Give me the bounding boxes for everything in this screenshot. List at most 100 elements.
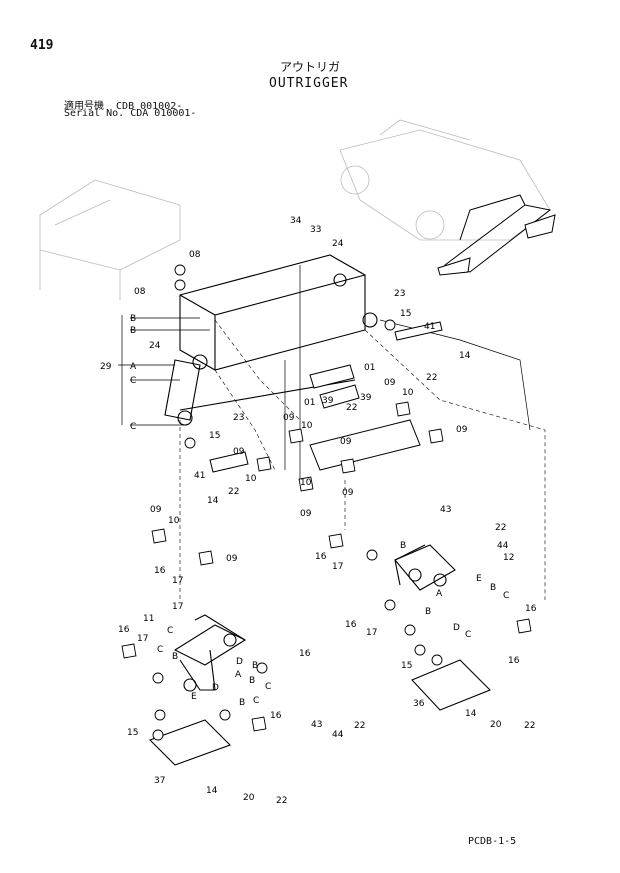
- callout-36: 36: [413, 699, 425, 709]
- callout-44: 44: [332, 730, 344, 740]
- callout-41: 41: [194, 471, 205, 481]
- callout-09: 09: [226, 554, 238, 564]
- callout-24: 24: [332, 239, 344, 249]
- callout-22: 22: [228, 487, 239, 497]
- callout-16: 16: [345, 620, 357, 630]
- callout-C: C: [465, 630, 471, 640]
- callout-23: 23: [394, 289, 405, 299]
- callout-E: E: [476, 574, 482, 584]
- callout-16: 16: [270, 711, 282, 721]
- machine-outline-right: [339, 119, 551, 241]
- callout-16: 16: [508, 656, 520, 666]
- callout-01: 01: [304, 398, 315, 408]
- callout-17: 17: [172, 602, 183, 612]
- callout-39: 39: [360, 393, 372, 403]
- callout-08: 08: [189, 250, 201, 260]
- callout-15: 15: [209, 431, 220, 441]
- callout-15: 15: [127, 728, 138, 738]
- callout-09: 09: [342, 488, 354, 498]
- callout-09: 09: [283, 413, 295, 423]
- callout-10: 10: [301, 421, 313, 431]
- callout-B: B: [490, 583, 496, 593]
- callout-C: C: [503, 591, 509, 601]
- callout-C: C: [253, 696, 259, 706]
- leader-lines: [179, 319, 546, 600]
- callout-B: B: [130, 314, 136, 324]
- callout-22: 22: [426, 373, 437, 383]
- callout-39: 39: [322, 396, 334, 406]
- callout-20: 20: [243, 793, 255, 803]
- callout-C: C: [130, 422, 136, 432]
- callout-09: 09: [150, 505, 162, 515]
- callout-33: 33: [310, 225, 321, 235]
- callout-41: 41: [424, 322, 435, 332]
- callout-16: 16: [525, 604, 537, 614]
- callout-23: 23: [233, 413, 244, 423]
- outrigger-inset: [437, 194, 556, 276]
- callout-B: B: [249, 676, 255, 686]
- callout-44: 44: [497, 541, 509, 551]
- callout-C: C: [130, 376, 136, 386]
- callout-10: 10: [168, 516, 180, 526]
- callout-D: D: [453, 623, 460, 633]
- callout-A: A: [436, 589, 443, 599]
- callout-16: 16: [315, 552, 327, 562]
- callout-14: 14: [465, 709, 477, 719]
- callout-B: B: [400, 541, 406, 551]
- callout-11: 11: [143, 614, 154, 624]
- page-title: OUTRIGGER: [269, 76, 349, 91]
- callout-D: D: [212, 683, 219, 693]
- callout-22: 22: [354, 721, 365, 731]
- callout-16: 16: [118, 625, 130, 635]
- callout-24: 24: [149, 341, 161, 351]
- callout-43: 43: [440, 505, 451, 515]
- callout-B: B: [130, 326, 136, 336]
- callout-09: 09: [300, 509, 312, 519]
- callout-22: 22: [346, 403, 357, 413]
- washers: [152, 264, 443, 741]
- callout-14: 14: [206, 786, 218, 796]
- callout-12: 12: [503, 553, 514, 563]
- callout-16: 16: [299, 649, 311, 659]
- right-jack-leg: [394, 544, 491, 711]
- callout-B: B: [239, 698, 245, 708]
- callout-10: 10: [245, 474, 257, 484]
- shim-plates: [121, 401, 532, 732]
- callout-D: D: [236, 657, 243, 667]
- callout-17: 17: [332, 562, 343, 572]
- page-number: 419: [30, 38, 54, 53]
- callout-B: B: [252, 661, 258, 671]
- callout-15: 15: [400, 309, 411, 319]
- callout-E: E: [191, 692, 197, 702]
- callout-17: 17: [137, 634, 148, 644]
- callout-17: 17: [366, 628, 377, 638]
- callout-22: 22: [524, 721, 535, 731]
- callout-09: 09: [456, 425, 468, 435]
- callout-C: C: [167, 626, 173, 636]
- callout-20: 20: [490, 720, 502, 730]
- callout-10: 10: [402, 388, 414, 398]
- footer-code: PCDB-1-5: [468, 836, 517, 847]
- left-jack-leg: [149, 614, 247, 766]
- callout-14: 14: [459, 351, 471, 361]
- callout-09: 09: [384, 378, 396, 388]
- callout-B: B: [425, 607, 431, 617]
- callout-37: 37: [154, 776, 165, 786]
- callout-22: 22: [276, 796, 287, 806]
- callout-09: 09: [340, 437, 352, 447]
- serial-range-jp: 適用号機 CDB 001002-: [64, 101, 183, 112]
- callout-17: 17: [172, 576, 183, 586]
- serial-range: Serial No. CDA 010001-: [64, 108, 197, 119]
- machine-outline-left: [39, 179, 181, 300]
- callout-10: 10: [300, 478, 312, 488]
- callout-16: 16: [154, 566, 166, 576]
- callout-14: 14: [207, 496, 219, 506]
- callout-29: 29: [100, 362, 112, 372]
- callout-43: 43: [311, 720, 322, 730]
- callout-34: 34: [290, 216, 302, 226]
- callout-A: A: [235, 670, 242, 680]
- callout-A: A: [130, 362, 137, 372]
- callout-15: 15: [401, 661, 412, 671]
- callout-08: 08: [134, 287, 146, 297]
